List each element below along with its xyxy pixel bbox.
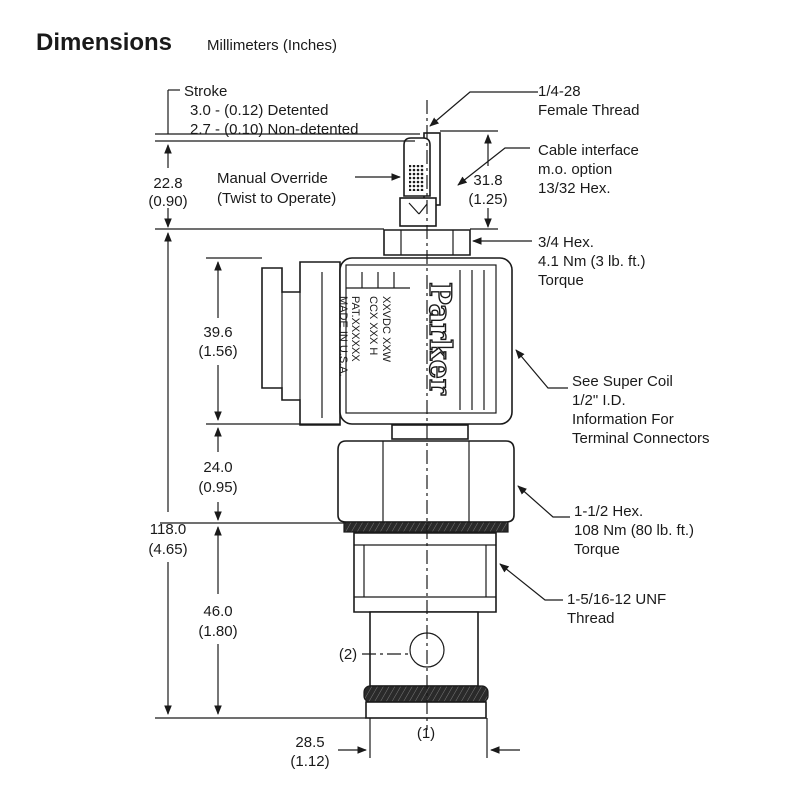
dim-46-0-mm: 46.0 [203, 603, 232, 620]
leader-lines [355, 91, 570, 601]
hex-edge-mark [408, 202, 428, 215]
female-thread-size: 1/4-28 [538, 83, 581, 100]
female-thread-label: Female Thread [538, 102, 639, 119]
large-hex-body [337, 440, 515, 523]
callout-female-thread: 1/4-28 Female Thread [538, 83, 639, 119]
dim-118-0-mm: 118.0 [150, 521, 186, 538]
callout-unf-thread: 1-5/16-12 UNF Thread [567, 591, 666, 627]
cable-interface-option: m.o. option [538, 161, 612, 178]
dim-39-6-mm: 39.6 [203, 324, 232, 341]
diagram-title: Dimensions [36, 29, 172, 56]
dimension-lines [155, 89, 520, 758]
super-coil-line-3: Information For [572, 411, 674, 428]
unf-thread-label: Thread [567, 610, 615, 627]
dimension-values: 22.8 (0.90) 31.8 (1.25) 39.6 (1.56) 24.0… [148, 172, 507, 770]
coil-nut [391, 424, 469, 440]
callout-manual-override: Manual Override (Twist to Operate) [217, 170, 336, 207]
stroke-label: Stroke [184, 83, 227, 100]
super-coil-line-2: 1/2" I.D. [572, 392, 626, 409]
cable-interface-hex: 13/32 Hex. [538, 180, 611, 197]
super-coil-line-1: See Super Coil [572, 373, 673, 390]
callout-three-quarter-hex: 3/4 Hex. 4.1 Nm (3 lb. ft.) Torque [538, 234, 646, 289]
dim-31-8-mm: 31.8 [473, 172, 502, 189]
coil-rating-1: XXVDC XXW [380, 296, 392, 363]
coil-fins [459, 270, 485, 410]
small-hex-nut [399, 197, 437, 227]
unf-thread-size: 1-5/16-12 UNF [567, 591, 666, 608]
dim-22-8-in: (0.90) [148, 193, 187, 210]
cable-interface-label: Cable interface [538, 142, 639, 159]
super-coil-line-4: Terminal Connectors [572, 430, 710, 447]
coil-patent-text: PAT.XXXXXX [349, 296, 361, 362]
stroke-detented: 3.0 - (0.12) Detented [190, 102, 328, 119]
hex-112-torque-value: 108 Nm (80 lb. ft.) [574, 522, 694, 539]
dim-46-0-in: (1.80) [198, 623, 237, 640]
coil-rating-2: CCX XXX H [367, 296, 379, 355]
callout-stroke: Stroke 3.0 - (0.12) Detented 2.7 - (0.10… [184, 83, 358, 138]
nose-section [365, 701, 487, 719]
dim-22-8-mm: 22.8 [153, 175, 182, 192]
coil-origin-text: MADE IN U.S.A. [337, 296, 349, 377]
hex-112-size: 1-1/2 Hex. [574, 503, 643, 520]
dim-118-0-in: (4.65) [148, 541, 187, 558]
callout-super-coil: See Super Coil 1/2" I.D. Information For… [572, 373, 710, 447]
dim-28-5-in: (1.12) [290, 753, 329, 770]
hex-112-torque-label: Torque [574, 541, 620, 558]
valve-assembly: PAT.XXXXXX MADE IN U.S.A. XXVDC XXW CCX … [261, 100, 515, 730]
dim-31-8-in: (1.25) [468, 191, 507, 208]
hex-34-torque-value: 4.1 Nm (3 lb. ft.) [538, 253, 646, 270]
callout-cable-interface: Cable interface m.o. option 13/32 Hex. [538, 142, 639, 197]
callout-large-hex: 1-1/2 Hex. 108 Nm (80 lb. ft.) Torque [574, 503, 694, 558]
super-coil [339, 257, 513, 425]
coil-label-panel [345, 264, 497, 414]
seal-band [343, 521, 509, 533]
cartridge-body [369, 611, 479, 687]
o-ring [363, 685, 489, 703]
manual-override-label: Manual Override [217, 170, 328, 187]
stroke-non-detented: 2.7 - (0.10) Non-detented [190, 121, 358, 138]
units-subtitle: Millimeters (Inches) [207, 37, 337, 54]
dim-24-0-mm: 24.0 [203, 459, 232, 476]
hex-34-size: 3/4 Hex. [538, 234, 594, 251]
dim-28-5-mm: 28.5 [295, 734, 324, 751]
hex-34-torque-label: Torque [538, 272, 584, 289]
dim-39-6-in: (1.56) [198, 343, 237, 360]
knurled-grip-icon [409, 165, 424, 191]
manual-override-note: (Twist to Operate) [217, 190, 336, 207]
dim-24-0-in: (0.95) [198, 479, 237, 496]
port-1-label: (1) [417, 725, 435, 742]
unf-thread-section [353, 532, 497, 613]
terminal-connector [261, 261, 341, 426]
three-quarter-hex-nut [383, 229, 471, 256]
port-2-label: (2) [339, 646, 357, 663]
